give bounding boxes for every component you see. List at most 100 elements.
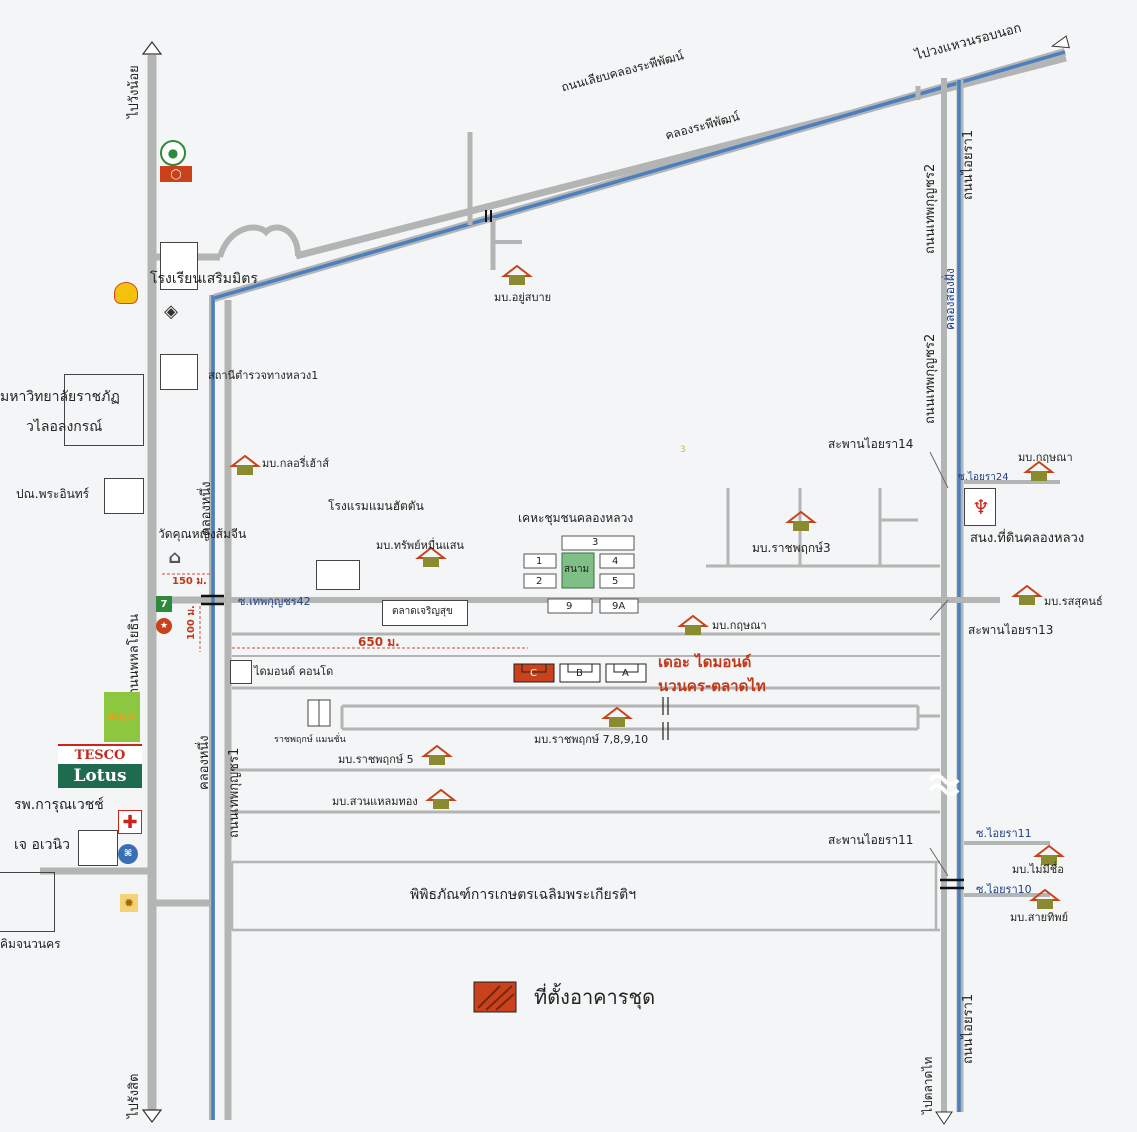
building-a: A xyxy=(622,668,629,679)
khim-label: คิมจนวนคร xyxy=(0,937,61,951)
distance-150: 150 ม. xyxy=(172,576,207,587)
house-icon xyxy=(1029,888,1061,909)
road-label-phahonyothin: ถนนพหลโยธิน xyxy=(127,613,142,696)
legend-swatch xyxy=(473,981,517,1013)
j-avenue-box xyxy=(78,830,118,866)
arrow-ring-icon xyxy=(1050,35,1070,49)
project-location: นวนคร-ตลาดไท xyxy=(658,677,766,695)
shell-icon xyxy=(114,282,138,304)
house-icon xyxy=(601,706,633,727)
toyota-icon: ◯ xyxy=(160,166,192,182)
soi-aira11-label: ซ.ไอยรา11 xyxy=(976,827,1032,840)
bank-logo-icon: ◈ xyxy=(164,300,178,322)
project-buildings xyxy=(513,663,647,683)
house-icon xyxy=(229,454,261,475)
village-rp78910: มบ.ราชพฤกษ์ 7,8,9,10 xyxy=(534,733,649,746)
building-b: B xyxy=(576,668,583,679)
hotel-box xyxy=(316,560,360,590)
land-office-box xyxy=(964,488,996,526)
village-rp3: มบ.ราชพฤกษ์3 xyxy=(752,541,831,555)
road-label-t2-mid: ถนนเทพกุญชร2 xyxy=(923,333,938,424)
temple-label: วัดคุณหญิงส้มจีน xyxy=(158,527,247,541)
road-label-t2-top: ถนนเทพกุญชร2 xyxy=(923,163,938,254)
stray-number: 3 xyxy=(680,445,686,455)
road-label-north: ไปวังน้อย xyxy=(127,65,142,118)
block-5: 5 xyxy=(612,576,619,587)
j-avenue-label: เจ อเวนิว xyxy=(14,837,70,853)
arrow-south-icon xyxy=(141,1109,163,1123)
bridge11-label: สะพานไอยรา11 xyxy=(828,833,914,847)
phahonyothin-road xyxy=(141,41,163,1123)
bank-circle-icon: ⌘ xyxy=(118,844,138,864)
flats-label: เคหะชุมชนคลองหลวง xyxy=(518,511,634,525)
tesco-logo: TESCO xyxy=(58,744,142,764)
distance-100: 100 ม. xyxy=(186,605,197,640)
soi-aira24-label: ซ.ไอยรา24 xyxy=(958,472,1009,483)
block-4: 4 xyxy=(612,556,619,567)
field-label: สนาม xyxy=(564,564,590,575)
block-2: 2 xyxy=(536,576,543,587)
market-label: ตลาดเจริญสุข xyxy=(392,606,453,617)
land-office-label: สนง.ที่ดินคลองหลวง xyxy=(970,531,1085,546)
school-label: โรงเรียนเสริมมิตร xyxy=(150,271,258,287)
arrow-north-icon xyxy=(141,41,163,55)
university-label-1: มหาวิทยาลัยราชภัฏ xyxy=(0,389,120,405)
garuda-icon: ♆ xyxy=(972,495,990,519)
house-icon xyxy=(785,510,817,531)
village-rossukon: มบ.รสสุคนธ์ xyxy=(1044,595,1103,608)
museum-label: พิพิธภัณฑ์การเกษตรเฉลิมพระเกียรติฯ xyxy=(410,887,637,903)
post-box xyxy=(104,478,144,514)
school-box xyxy=(160,242,198,290)
distance-650: 650 ม. xyxy=(358,635,400,649)
road-label-aira1-top: ถนนไอยรา1 xyxy=(961,129,976,200)
legend-label: ที่ตั้งอาคารชุด xyxy=(534,985,656,1009)
house-icon xyxy=(677,614,709,635)
building-c: C xyxy=(530,668,537,679)
village-sap: มบ.ทรัพย์หมื่นแสน xyxy=(376,539,464,552)
bridges xyxy=(201,594,964,890)
bigc-logo: Big C xyxy=(104,692,140,742)
right-road xyxy=(915,78,964,1125)
block-9a: 9A xyxy=(612,601,626,612)
soi-t42-label: ซ.เทพกุญชร42 xyxy=(238,595,311,608)
diamond-condo-box xyxy=(230,660,252,684)
road-label-t1: ถนนเทพกุญชร1 xyxy=(227,747,242,838)
village-suanlam: มบ.สวนแหลมทอง xyxy=(332,795,418,808)
police-label: สถานีตำรวจทางหลวง1 xyxy=(208,369,319,382)
road-label-aira1-bottom: ถนนไอยรา1 xyxy=(961,993,976,1064)
house-icon xyxy=(425,788,457,809)
canal-label-right: คลองสองฝั่ง xyxy=(943,268,957,330)
village-glory: มบ.กลอรี่เฮ้าส์ xyxy=(262,457,330,470)
flat-blocks xyxy=(523,535,639,614)
diamond-condo-label: ไดมอนด์ คอนโด xyxy=(254,665,334,678)
university-box xyxy=(64,374,144,446)
khim-box xyxy=(0,872,55,932)
project-name: เดอะ ไดมอนด์ xyxy=(658,653,752,671)
university-label-2: วไลอลงกรณ์ xyxy=(26,419,103,435)
house-icon xyxy=(415,546,447,567)
house-icon xyxy=(1023,460,1055,481)
temple-icon: ⌂ xyxy=(168,546,182,568)
canal-label-2: คลองหนึ่ง xyxy=(197,735,212,790)
hospital-cross-icon: ✚ xyxy=(118,810,142,834)
seven-eleven-icon: 7 xyxy=(156,596,172,612)
hospital-label: รพ.การุณเวชช์ xyxy=(14,797,104,813)
lotus-logo: Lotus xyxy=(58,764,142,788)
road-label-south: ไปรังสิต xyxy=(127,1073,142,1119)
arrow-talat-thai-icon xyxy=(935,1111,953,1125)
police-box xyxy=(160,354,198,390)
road-label-talat-thai: ไปตลาดไท xyxy=(921,1056,935,1114)
house-icon xyxy=(1011,584,1043,605)
thepkunchon1-road xyxy=(209,295,232,1120)
bank-icon: ● xyxy=(160,140,186,166)
block-9: 9 xyxy=(566,601,573,612)
village-maimisue: มบ.ไม่มีชื่อ xyxy=(1012,863,1064,876)
soi-aira10-label: ซ.ไอยรา10 xyxy=(976,883,1032,896)
mansion-icon xyxy=(307,699,331,727)
bridge14-label: สะพานไอยรา14 xyxy=(828,437,914,451)
diagonal-road xyxy=(212,35,1070,302)
sun-icon: ✹ xyxy=(120,894,138,912)
village-krit-right: มบ.กฤษณา xyxy=(1018,451,1073,464)
village-krit-mid: มบ.กฤษณา xyxy=(712,619,767,632)
